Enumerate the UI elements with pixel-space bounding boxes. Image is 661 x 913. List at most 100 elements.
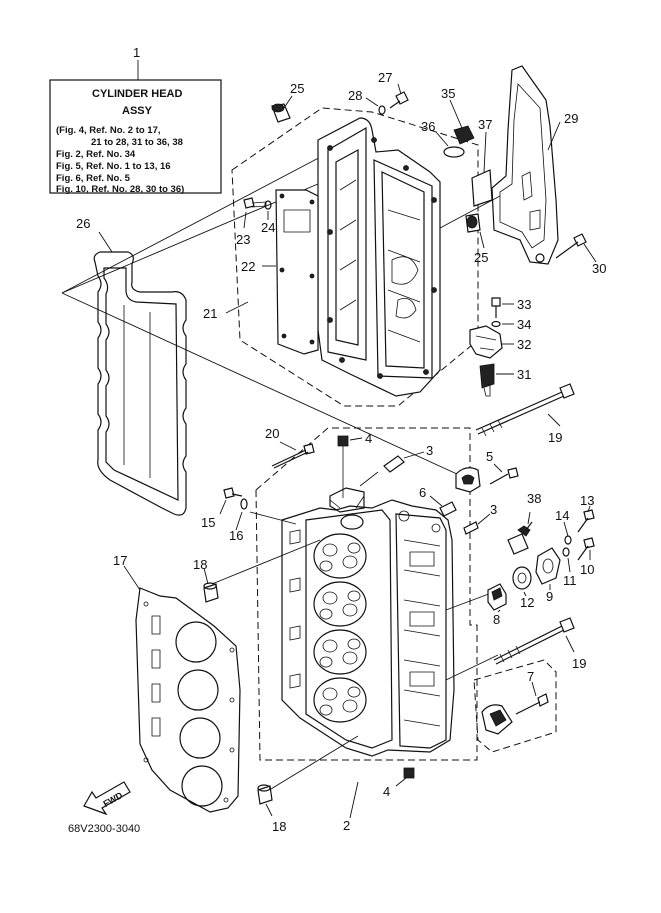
callout-15: 15 bbox=[201, 515, 215, 530]
callout-4-top: 4 bbox=[365, 431, 372, 446]
callout-25-top: 25 bbox=[290, 81, 304, 96]
head-gasket-17: 17 bbox=[113, 553, 241, 813]
info-box-ref-2: 21 to 28, 31 to 36, 38 bbox=[91, 137, 183, 148]
callout-34: 34 bbox=[517, 317, 531, 332]
info-box: 1 CYLINDER HEAD ASSY (Fig. 4, Ref. No. 2… bbox=[49, 45, 222, 195]
bracket-29: 29 bbox=[491, 65, 578, 265]
callout-7: 7 bbox=[527, 669, 534, 684]
cover-plate-22: 22 bbox=[241, 189, 319, 355]
callout-20: 20 bbox=[265, 426, 279, 441]
info-box-ref-3: Fig. 2, Ref. No. 34 bbox=[56, 149, 136, 160]
bolt-10: 10 bbox=[577, 537, 595, 577]
callout-12: 12 bbox=[520, 595, 534, 610]
gasket-leader-1 bbox=[61, 151, 331, 294]
sensor-31: 31 bbox=[479, 363, 531, 397]
callout-22: 22 bbox=[241, 259, 255, 274]
washer-28: 28 bbox=[348, 88, 386, 115]
info-box-ref-6: Fig. 10, Ref. No. 28, 30 to 36) bbox=[56, 184, 184, 195]
cap-holder bbox=[455, 467, 481, 493]
bolt-30: 30 bbox=[555, 233, 606, 276]
callout-35: 35 bbox=[441, 86, 455, 101]
callout-8: 8 bbox=[493, 612, 500, 627]
callout-23: 23 bbox=[236, 232, 250, 247]
callout-36: 36 bbox=[421, 119, 435, 134]
washer-34: 34 bbox=[491, 317, 531, 332]
callout-16: 16 bbox=[229, 528, 243, 543]
grommet-25-right: 25 bbox=[465, 213, 488, 265]
callout-29: 29 bbox=[564, 111, 578, 126]
callout-1: 1 bbox=[133, 45, 140, 60]
washer-14: 14 bbox=[555, 508, 572, 545]
callout-3-right: 3 bbox=[490, 502, 497, 517]
washer-11: 11 bbox=[562, 547, 577, 588]
dowel-3-top: 3 bbox=[359, 443, 433, 487]
bolt-33: 33 bbox=[491, 297, 531, 318]
callout-2: 2 bbox=[343, 818, 350, 833]
long-bolt-19-bottom: 19 bbox=[493, 617, 586, 671]
callout-3-top: 3 bbox=[426, 443, 433, 458]
bracket-leader bbox=[439, 195, 501, 229]
callout-9: 9 bbox=[546, 589, 553, 604]
bolt-20: 20 bbox=[265, 426, 315, 469]
callout-24: 24 bbox=[261, 220, 275, 235]
callout-25-right: 25 bbox=[474, 250, 488, 265]
cap-4-bottom: 4 bbox=[383, 767, 415, 799]
head-leader-4 bbox=[445, 654, 499, 681]
washer-16: 16 bbox=[229, 498, 248, 543]
bolt-27: 27 bbox=[378, 70, 409, 109]
drawing-code: 68V2300-3040 bbox=[68, 823, 140, 835]
bolt-7: 7 bbox=[515, 669, 549, 715]
info-box-ref-5: Fig. 6, Ref. No. 5 bbox=[56, 173, 131, 184]
callout-26: 26 bbox=[76, 216, 90, 231]
dowel-18-bottom: 18 bbox=[257, 784, 286, 834]
oil-filler-cap-35: 35 bbox=[441, 86, 475, 145]
callout-10: 10 bbox=[580, 562, 594, 577]
cover-7 bbox=[481, 704, 513, 735]
callout-17: 17 bbox=[113, 553, 127, 568]
cover-9: 9 bbox=[535, 547, 561, 604]
callout-31: 31 bbox=[517, 367, 531, 382]
info-box-title: CYLINDER HEAD bbox=[92, 88, 183, 100]
callout-4-bottom: 4 bbox=[383, 784, 390, 799]
bolt-5: 5 bbox=[486, 449, 519, 485]
bolt-13: 13 bbox=[577, 493, 595, 533]
info-box-ref-1: (Fig. 4, Ref. No. 2 to 17, bbox=[56, 125, 161, 136]
sensor-38: 38 bbox=[507, 491, 541, 555]
callout-11: 11 bbox=[563, 573, 577, 588]
cylinder-head-cover-21: 21 bbox=[203, 117, 441, 397]
cylinder-head-2: 2 bbox=[281, 487, 455, 833]
callout-32: 32 bbox=[517, 337, 531, 352]
callout-6: 6 bbox=[419, 485, 426, 500]
fwd-arrow-icon: FWD bbox=[83, 781, 131, 816]
dowel-6: 6 bbox=[419, 485, 457, 517]
callout-19-top: 19 bbox=[548, 430, 562, 445]
bolt-15: 15 bbox=[201, 487, 243, 530]
info-box-subtitle: ASSY bbox=[122, 105, 153, 117]
gasket-leader-3 bbox=[61, 292, 471, 481]
callout-27: 27 bbox=[378, 70, 392, 85]
callout-38: 38 bbox=[527, 491, 541, 506]
head-leader-5 bbox=[445, 591, 495, 611]
washer-24: 24 bbox=[261, 200, 275, 235]
callout-13: 13 bbox=[580, 493, 594, 508]
grommet-25-top: 25 bbox=[271, 81, 304, 123]
callout-21: 21 bbox=[203, 306, 217, 321]
head-leader-1 bbox=[211, 539, 321, 585]
dowel-18-top: 18 bbox=[193, 557, 219, 603]
callout-14: 14 bbox=[555, 508, 569, 523]
combustion-chambers bbox=[313, 533, 367, 723]
callout-33: 33 bbox=[517, 297, 531, 312]
label-37: 37 bbox=[471, 117, 493, 207]
cover-7-outline bbox=[473, 659, 557, 753]
callout-28: 28 bbox=[348, 88, 362, 103]
info-box-ref-4: Fig. 5, Ref. No. 1 to 13, 16 bbox=[56, 161, 171, 172]
callout-37: 37 bbox=[478, 117, 492, 132]
callout-30: 30 bbox=[592, 261, 606, 276]
sensor-32: 32 bbox=[469, 325, 531, 359]
long-bolt-19-top: 19 bbox=[475, 383, 575, 445]
head-leader-3 bbox=[249, 511, 297, 525]
callout-5: 5 bbox=[486, 449, 493, 464]
gasket-12: 12 bbox=[512, 566, 534, 610]
callout-18-top: 18 bbox=[193, 557, 207, 572]
